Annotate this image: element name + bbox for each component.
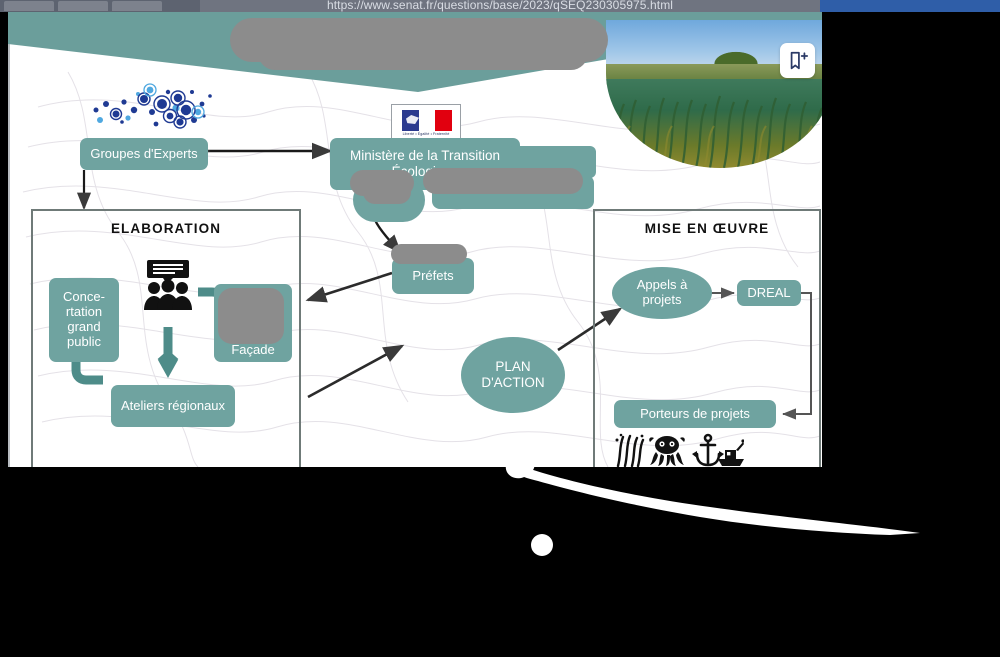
node-facade-label: Façade (231, 342, 275, 358)
section-mise-en-oeuvre-title: MISE EN ŒUVRE (644, 221, 770, 236)
node-appels-a-projets[interactable]: Appels à projets (612, 267, 712, 319)
node-appels-label: Appels à projets (636, 277, 688, 307)
node-prefets[interactable]: Préfets (392, 258, 474, 294)
section-elaboration: ELABORATION (31, 209, 301, 467)
node-concertation-grand-public[interactable]: Conce-rtation grand public (49, 278, 119, 362)
browser-tabstrip[interactable] (0, 0, 200, 12)
node-porteurs-label: Porteurs de projets (640, 405, 750, 421)
node-dreal[interactable]: DREAL (737, 280, 801, 306)
browser-tab[interactable] (4, 1, 54, 11)
page-frame (8, 12, 822, 467)
node-groupes-experts-label: Groupes d'Experts (90, 145, 198, 161)
bookmark-add-button[interactable] (780, 43, 815, 78)
node-groupes-experts[interactable]: Groupes d'Experts (80, 138, 208, 170)
redaction-blob (308, 48, 508, 70)
seagrass-icon (616, 434, 645, 467)
node-ateliers-label: Ateliers régionaux (120, 397, 226, 413)
bookmark-add-icon (790, 51, 808, 69)
redaction-blob (363, 180, 411, 204)
browser-chrome: https://www.senat.fr/questions/base/2023… (0, 0, 1000, 12)
node-ateliers-regionaux[interactable]: Ateliers régionaux (111, 385, 235, 427)
node-concertation-label: Conce-rtation grand public (63, 289, 105, 349)
node-prefets-label: Préfets (412, 267, 454, 283)
fishing-boat-icon (718, 439, 744, 466)
browser-chrome-right (820, 0, 1000, 12)
node-plan-action[interactable]: PLAN D'ACTION (461, 337, 565, 413)
sea-icons-row (615, 433, 744, 467)
white-swoosh-artifact (505, 455, 920, 535)
node-plan-action-label: PLAN D'ACTION (481, 359, 545, 390)
marianne-icon (406, 115, 419, 124)
node-dreal-label: DREAL (747, 284, 791, 300)
redaction-blob (391, 244, 467, 264)
section-elaboration-title: ELABORATION (110, 221, 222, 236)
blue-dot-constellation-logo (93, 83, 212, 129)
node-porteurs-de-projets[interactable]: Porteurs de projets (614, 400, 776, 428)
section-mise-en-oeuvre: MISE EN ŒUVRE (593, 209, 821, 467)
people-presentation-icon (144, 260, 192, 310)
octopus-icon (649, 436, 685, 466)
rf-motto: Liberté • Égalité • Fraternité (402, 132, 450, 136)
anchor-icon (695, 433, 721, 467)
address-bar-url[interactable]: https://www.senat.fr/questions/base/2023… (326, 0, 674, 12)
document-page: Liberté • Égalité • Fraternité RÉPUBLIQU… (8, 12, 822, 467)
browser-tab[interactable] (112, 1, 162, 11)
redaction-blob (423, 168, 583, 194)
white-dot-artifact (531, 534, 553, 556)
browser-tab[interactable] (58, 1, 108, 11)
redaction-blob (218, 288, 284, 344)
